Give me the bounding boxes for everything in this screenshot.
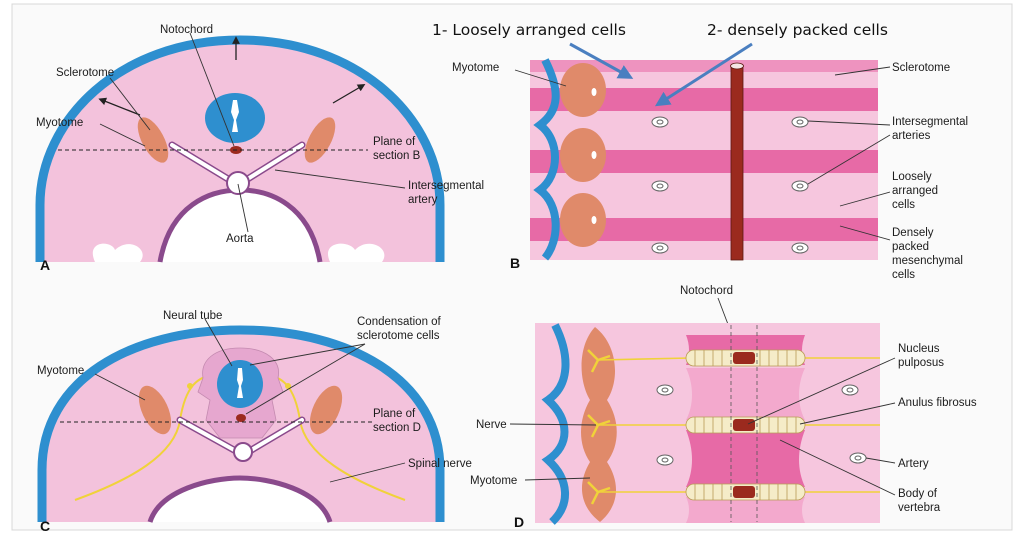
artery-ring-icon [652,181,668,191]
label-plane-b-2: section B [373,150,421,162]
nucleus-pulposus [733,419,755,431]
label-neural-tube: Neural tube [163,310,222,322]
artery-ring-icon [657,455,673,465]
label-plane-b-1: Plane of [373,136,416,148]
label-artery: Artery [898,458,929,470]
artery-ring-icon [792,243,808,253]
myotome [560,128,606,182]
label-loosely-3: cells [892,199,915,211]
label-intersegmental-2: artery [408,194,438,206]
label-densely-1: Densely [892,227,934,239]
notochord [236,414,246,422]
label-loosely-2: arranged [892,185,938,197]
label-nerve: Nerve [476,419,507,431]
label-densely-4: cells [892,269,915,281]
artery-ring-icon [850,453,866,463]
artery-ring-icon [652,117,668,127]
label-spinal-nerve: Spinal nerve [408,458,472,470]
intervertebral-disc [686,484,805,500]
panel-letter-d: D [514,514,524,530]
label-densely-2: packed [892,241,929,253]
label-myotome: Myotome [37,365,84,377]
notochord-rod [731,66,743,260]
label-myotome: Myotome [36,117,83,129]
label-notochord-middle: Notochord [680,285,733,297]
label-intersegmental-2: arteries [892,130,931,142]
label-loosely-1: Loosely [892,171,932,183]
artery-ring-icon [792,181,808,191]
myotome [560,63,606,117]
label-body-2: vertebra [898,502,941,514]
label-aorta: Aorta [226,233,254,245]
myotome [560,193,606,247]
label-notochord: Notochord [160,24,213,36]
panel-letter-c: C [40,518,50,534]
label-sclerotome: Sclerotome [56,67,114,79]
intervertebral-disc [686,350,805,366]
heading-densely-packed: 2- densely packed cells [707,21,888,39]
label-densely-3: mesenchymal [892,255,963,267]
vertebra-body [686,430,805,487]
artery-ring-icon [842,385,858,395]
label-intersegmental-1: Intersegmental [408,180,484,192]
label-sclerotome: Sclerotome [892,62,950,74]
intervertebral-disc [686,417,805,433]
label-nucleus-2: pulposus [898,357,944,369]
aorta [227,172,249,194]
label-nucleus-1: Nucleus [898,343,940,355]
artery-ring-icon [792,117,808,127]
panel-letter-b: B [510,255,520,271]
heading-loosely-arranged: 1- Loosely arranged cells [432,21,626,39]
label-myotome: Myotome [470,475,517,487]
label-condensation-2: sclerotome cells [357,330,440,342]
label-intersegmental-1: Intersegmental [892,116,968,128]
label-body-1: Body of [898,488,938,500]
panel-letter-a: A [40,257,50,273]
vertebra-body [686,368,805,420]
label-anulus-fibrosus: Anulus fibrosus [898,397,977,409]
label-plane-d-2: section D [373,422,421,434]
label-plane-d-1: Plane of [373,408,416,420]
artery-ring-icon [657,385,673,395]
label-condensation-1: Condensation of [357,316,442,328]
artery-ring-icon [652,243,668,253]
label-myotome: Myotome [452,62,499,74]
